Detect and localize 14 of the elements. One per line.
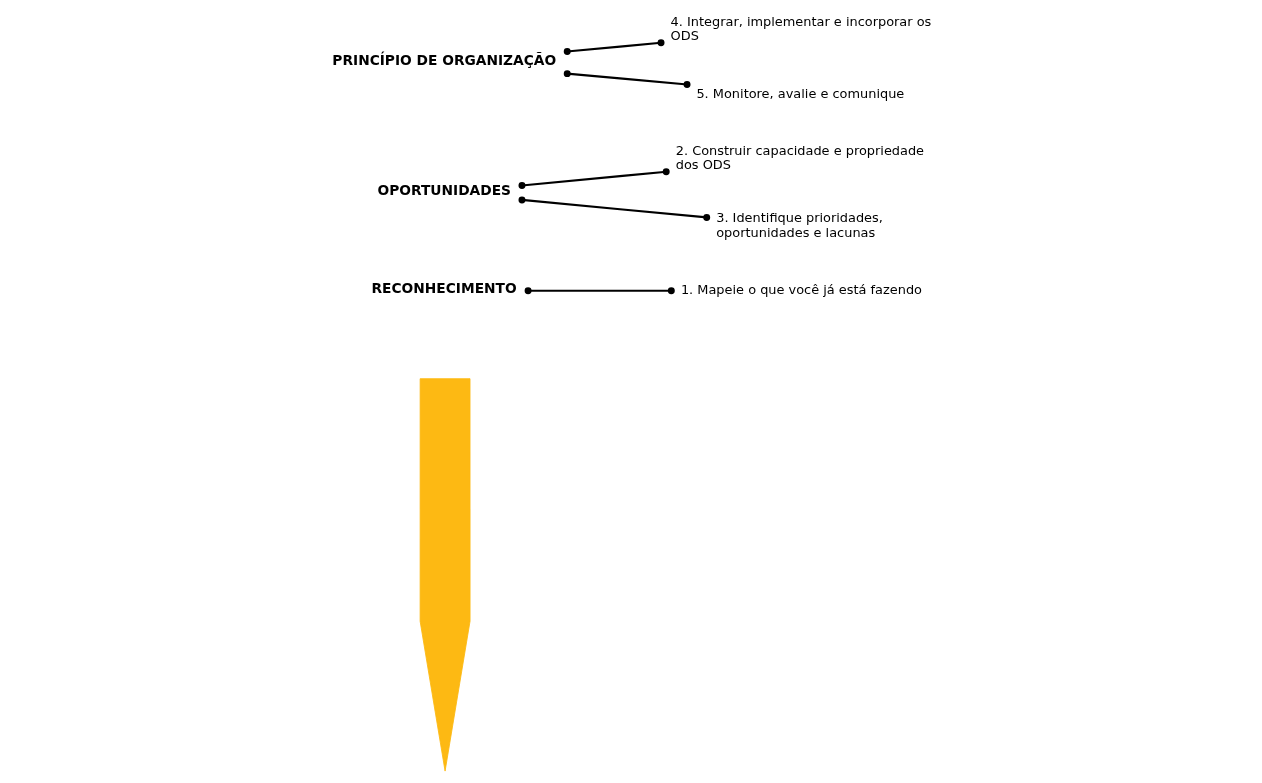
connector	[518, 168, 670, 189]
node-text: PRINCÍPIO DE ORGANIZAÇÃO	[332, 52, 557, 69]
node-arrow	[419, 378, 471, 772]
node-text: 5. Monitore, avalie e comunique	[696, 85, 905, 101]
connector	[563, 70, 691, 88]
connector	[524, 287, 675, 295]
node-text: RECONHECIMENTO	[371, 280, 517, 297]
node-text: 2. Construir capacidade e propriedade dos ODS	[675, 142, 925, 173]
node-text: 3. Identifique prioridades, oportunidades e lacunas	[716, 209, 883, 240]
connector	[518, 196, 711, 221]
connector	[563, 39, 665, 55]
node-text: 1. Mapeie o que você já está fazendo	[680, 281, 923, 297]
node-text: 4. Integrar, implementar e incorporar os ODS	[670, 13, 932, 44]
node-text: OPORTUNIDADES	[377, 182, 512, 199]
